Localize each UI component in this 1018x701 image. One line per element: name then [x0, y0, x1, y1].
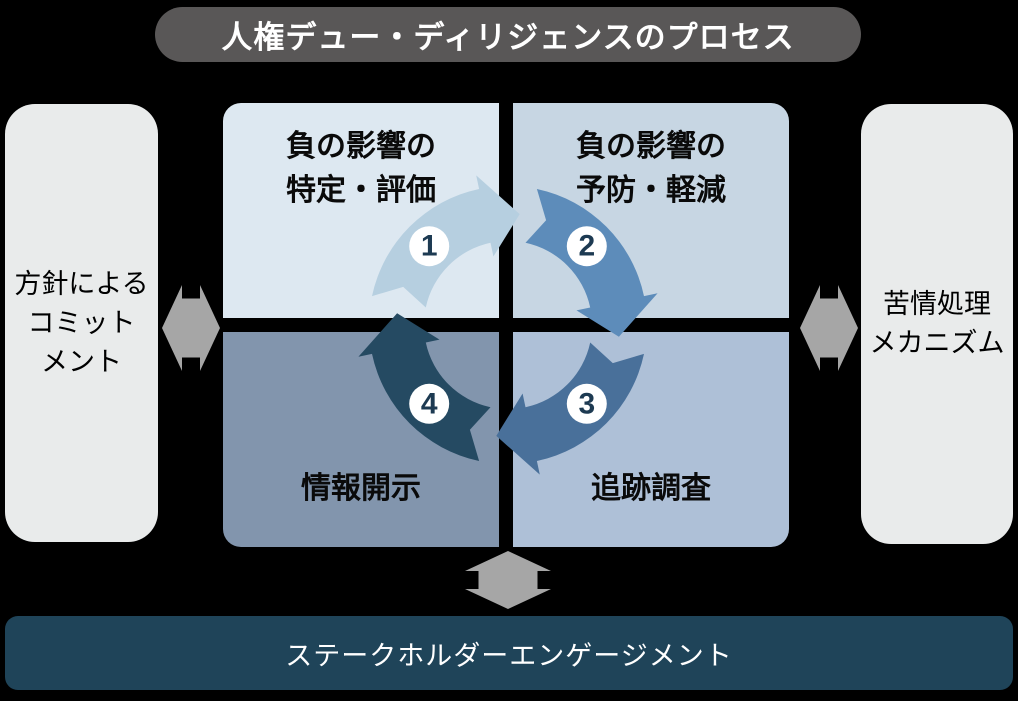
quadrant-label-line: 負の影響の: [576, 130, 726, 163]
left-double-arrow-icon: [162, 285, 220, 371]
step-badge-4: [409, 383, 450, 424]
step-badge-1: [409, 226, 450, 267]
grievance-mechanism-line: 苦情処理: [883, 289, 991, 319]
quadrant-label: 負の影響の 予防・軽減: [513, 125, 789, 318]
step-number-1: 1: [421, 230, 438, 263]
quadrant-label: 情報開示: [223, 471, 499, 507]
cycle-arrows: 1 2 3 4: [358, 175, 658, 475]
grievance-mechanism-box: 苦情処理 メカニズム: [861, 104, 1013, 544]
policy-commitment-line: メント: [41, 346, 122, 377]
stakeholder-engagement-bar: ステークホルダーエンゲージメント: [5, 616, 1013, 690]
quadrant-label-line: 予防・軽減: [576, 174, 726, 207]
quadrant-label-line: 特定・評価: [286, 174, 436, 207]
step-number-2: 2: [578, 230, 595, 263]
right-double-arrow-icon: [800, 285, 858, 371]
quadrant-label-line: 追跡調査: [591, 472, 711, 505]
policy-commitment-box: 方針による コミット メント: [5, 104, 158, 542]
stakeholder-engagement-text: ステークホルダーエンゲージメント: [285, 640, 733, 671]
quadrant-label: 追跡調査: [513, 471, 789, 507]
quadrant-prevent-mitigate: 負の影響の 予防・軽減: [513, 103, 789, 318]
step-number-3: 3: [578, 387, 595, 420]
quadrant-label-line: 情報開示: [301, 472, 421, 505]
bottom-double-arrow-icon: [465, 551, 551, 609]
step-number-4: 4: [421, 387, 438, 420]
step-badge-2: [566, 226, 607, 267]
diagram-title: 人権デュー・ディリジェンスのプロセス: [155, 7, 861, 62]
policy-commitment-line: 方針による: [14, 268, 149, 299]
quadrant-label-line: 負の影響の: [286, 130, 436, 163]
step-badge-3: [566, 383, 607, 424]
policy-commitment-line: コミット: [27, 307, 136, 338]
diagram-title-text: 人権デュー・ディリジェンスのプロセス: [221, 20, 795, 55]
quadrant-label: 負の影響の 特定・評価: [223, 125, 499, 318]
grievance-mechanism-line: メカニズム: [869, 328, 1005, 358]
